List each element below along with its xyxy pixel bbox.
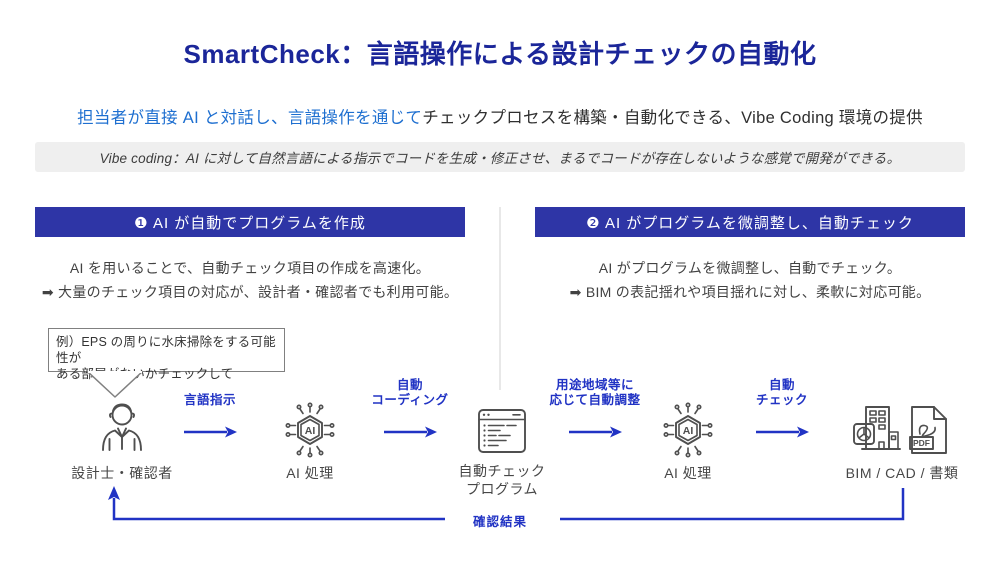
svg-text:PDF: PDF	[913, 438, 930, 448]
arrow-label-language-instruction: 言語指示	[183, 393, 236, 407]
svg-text:AI: AI	[683, 425, 694, 437]
arrow-label-auto-coding: 自動 コーディング	[371, 378, 449, 407]
feedback-label: 確認結果	[472, 515, 527, 529]
subtitle-rest: チェックプロセスを構築・自動化できる、Vibe Coding 環境の提供	[422, 109, 923, 127]
code-program-icon	[478, 409, 526, 453]
arrow-right-icon	[569, 426, 622, 438]
arrow-right-icon	[756, 426, 809, 438]
node-label-designer: 設計士・確認者	[71, 465, 173, 481]
section2-line1: AI がプログラムを微調整し、自動でチェック。	[598, 260, 902, 276]
example-speech-bubble: 例）EPS の周りに水床掃除をする可能性が ある部屋がないかチェックして	[48, 328, 285, 381]
ai-chip-icon: AI	[285, 402, 335, 458]
bim-pdf-icon: PDF	[853, 406, 947, 454]
designer-person-icon	[102, 403, 142, 451]
arrow-label-auto-adjust: 用途地域等に 応じて自動調整	[549, 378, 641, 407]
vibe-coding-note: Vibe coding：AI に対して自然言語による指示でコードを生成・修正させ…	[35, 142, 965, 172]
section1-line2: ➡ 大量のチェック項目の対応が、設計者・確認者でも利用可能。	[41, 284, 459, 300]
section1-body: AI を用いることで、自動チェック項目の作成を高速化。 ➡ 大量のチェック項目の…	[35, 256, 465, 304]
svg-text:AI: AI	[305, 425, 316, 437]
feedback-loop-arrow	[108, 486, 905, 521]
ai-chip-icon: AI	[663, 402, 713, 458]
arrow-right-icon	[184, 426, 237, 438]
note-text: Vibe coding：AI に対して自然言語による指示でコードを生成・修正させ…	[99, 151, 901, 166]
section2-body: AI がプログラムを微調整し、自動でチェック。 ➡ BIM の表記揺れや項目揺れ…	[535, 256, 965, 304]
node-label-bim-cad-docs: BIM / CAD / 書類	[845, 465, 959, 481]
node-label-ai-processing-2: AI 処理	[664, 465, 712, 481]
speech-bubble-tail	[86, 371, 144, 398]
section2-header: ❷ AI がプログラムを微調整し、自動チェック	[535, 207, 965, 237]
column-divider	[499, 207, 501, 390]
arrow-right-icon	[384, 426, 437, 438]
node-label-check-program: 自動チェック プログラム	[458, 463, 546, 497]
subtitle: 担当者が直接 AI と対話し、言語操作を通じてチェックプロセスを構築・自動化でき…	[0, 104, 1000, 128]
page-title: SmartCheck：言語操作による設計チェックの自動化	[183, 39, 817, 69]
node-label-ai-processing-1: AI 処理	[286, 465, 334, 481]
bubble-line1: 例）EPS の周りに水床掃除をする可能性が	[56, 335, 276, 365]
subtitle-highlight: 担当者が直接 AI と対話し、言語操作を通じて	[77, 109, 423, 127]
section1-line1: AI を用いることで、自動チェック項目の作成を高速化。	[69, 260, 431, 276]
section1-header: ❶ AI が自動でプログラムを作成	[35, 207, 465, 237]
arrow-label-auto-check: 自動 チェック	[755, 378, 808, 407]
section2-line2: ➡ BIM の表記揺れや項目揺れに対し、柔軟に対応可能。	[569, 284, 931, 300]
